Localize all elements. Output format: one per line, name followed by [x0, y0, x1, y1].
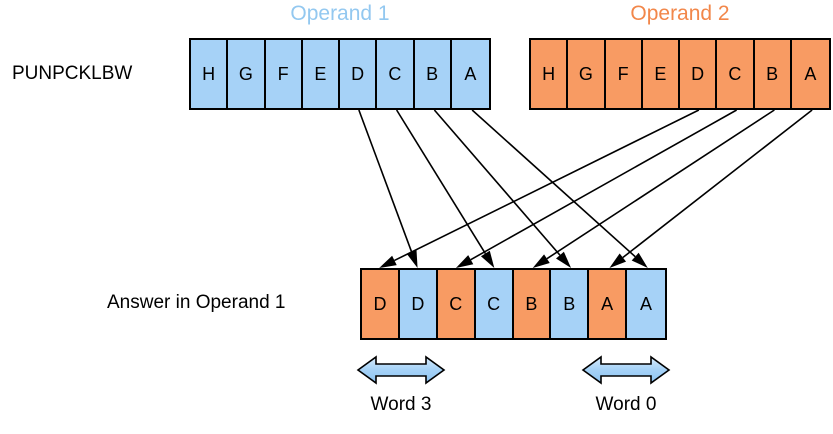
connector-operand1-B-to-5-head [556, 251, 572, 268]
connector-operand2-B-to-4-head [532, 254, 550, 268]
answer-cell-3: C [475, 270, 514, 338]
operand1-cell-7: A [451, 40, 489, 108]
answer-row-label: Answer in Operand 1 [107, 292, 286, 313]
connector-operand2-C-to-2-head [455, 255, 474, 268]
connector-operand2-C-to-2-line [470, 109, 738, 261]
operand1-cell-3: E [302, 40, 340, 108]
operand2-cell-0: H [531, 40, 569, 108]
word-marker-3: Word 3 [356, 352, 446, 427]
connector-operand1-C-to-3-head [480, 250, 495, 268]
answer-cell-1: D [399, 270, 438, 338]
operand1-cell-1: G [228, 40, 266, 108]
answer-cell-0: D [362, 270, 400, 338]
connector-operand1-A-to-7-head [631, 252, 648, 268]
word-marker-caption: Word 0 [595, 394, 657, 415]
operand2-cell-2: F [605, 40, 643, 108]
operand1-cell-5: C [377, 40, 415, 108]
operand2-cell-3: E [642, 40, 680, 108]
operand1-title: Operand 1 [290, 2, 390, 25]
operand2-title: Operand 2 [630, 2, 730, 25]
connector-operand1-A-to-7-line [471, 109, 636, 258]
connector-operand1-D-to-1-line [358, 109, 413, 253]
operand2-cell-1: G [568, 40, 606, 108]
operand1-cell-0: H [191, 40, 229, 108]
connector-operand1-C-to-3-line [395, 109, 487, 254]
operand2-cell-6: B [754, 40, 792, 108]
connector-operand2-B-to-4-line [546, 109, 775, 260]
connector-operand2-A-to-6-head [609, 253, 627, 268]
answer-cell-6: A [589, 270, 628, 338]
connector-operand2-D-to-0-line [394, 109, 700, 262]
operand2-cell-7: A [791, 40, 829, 108]
answer-cell-4: B [513, 270, 552, 338]
instruction-label: PUNPCKLBW [12, 63, 133, 84]
connector-operand2-D-to-0-head [379, 255, 397, 268]
connector-operand2-A-to-6-line [622, 109, 813, 259]
operand2-cell-5: C [717, 40, 755, 108]
connector-operand1-B-to-5-line [433, 109, 561, 256]
connector-operand1-D-to-1-head [406, 250, 418, 268]
double-arrow-icon [356, 355, 446, 385]
answer-cell-2: C [437, 270, 476, 338]
answer-cell-7: A [627, 270, 665, 338]
operand1-cell-4: D [340, 40, 378, 108]
word-marker-caption: Word 3 [370, 394, 432, 415]
double-arrow-icon [581, 355, 671, 385]
word-marker-0: Word 0 [581, 352, 671, 427]
operand2-cell-4: D [680, 40, 718, 108]
operand1-cell-2: F [265, 40, 303, 108]
operand1-cell-6: B [414, 40, 452, 108]
answer-cell-5: B [551, 270, 590, 338]
